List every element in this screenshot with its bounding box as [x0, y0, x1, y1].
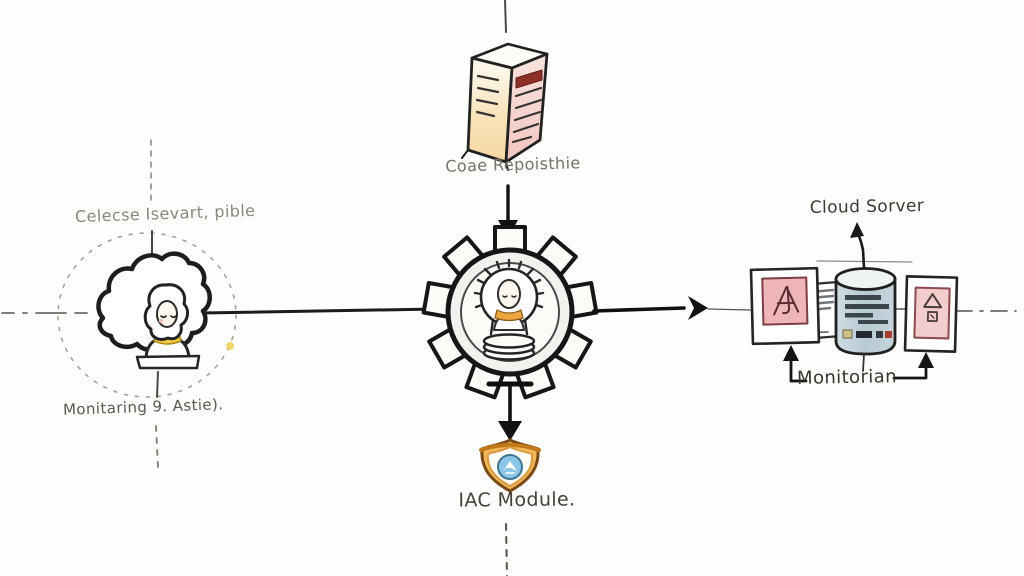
- iac-module-label: IAC Module.: [458, 488, 576, 512]
- gear-with-idea-person-icon: [421, 225, 599, 400]
- monitorian-label: Monitorian: [796, 366, 898, 389]
- arrow-gear-to-monitoring: [592, 296, 752, 320]
- image-card-icon: [903, 275, 959, 353]
- idea-bulb-person-icon: [473, 258, 545, 361]
- triangle-glyph: [923, 293, 943, 309]
- database-cylinder-icon: [834, 267, 897, 356]
- shield-icon: [479, 438, 541, 493]
- bottom-dashed-guide: [505, 523, 508, 576]
- cylinder-to-label-stub: [862, 353, 865, 372]
- image-card-with-document-icon: [749, 266, 821, 346]
- server-tower-icon: [461, 42, 549, 171]
- cloud-server-label: Cloud Sorver: [809, 196, 925, 218]
- letter-a-glyph: [773, 285, 800, 316]
- connector-cloud-to-gear: [200, 307, 439, 315]
- closed-eyes: [160, 315, 177, 319]
- yellow-dot-mark: [226, 342, 234, 350]
- arrow-monitorian-to-right-card: [892, 352, 934, 380]
- arrow-monitorian-to-left-card: [783, 345, 808, 383]
- monitoring-group: [749, 222, 959, 383]
- code-repository-label: Coae Repoisthie: [445, 153, 581, 176]
- arrow-cylinder-to-cloud-server: [850, 222, 866, 270]
- focus-dashed-circle: [57, 232, 237, 398]
- cloud-person-icon: [96, 251, 212, 370]
- coin-stack-icon: [482, 333, 536, 361]
- top-boundary-line: [504, 0, 507, 33]
- bulb-rays: [473, 258, 545, 309]
- data-bars: [845, 295, 889, 324]
- arrow-gear-to-shield: [486, 381, 534, 441]
- closed-eyes: [502, 295, 517, 298]
- collar: [494, 309, 524, 322]
